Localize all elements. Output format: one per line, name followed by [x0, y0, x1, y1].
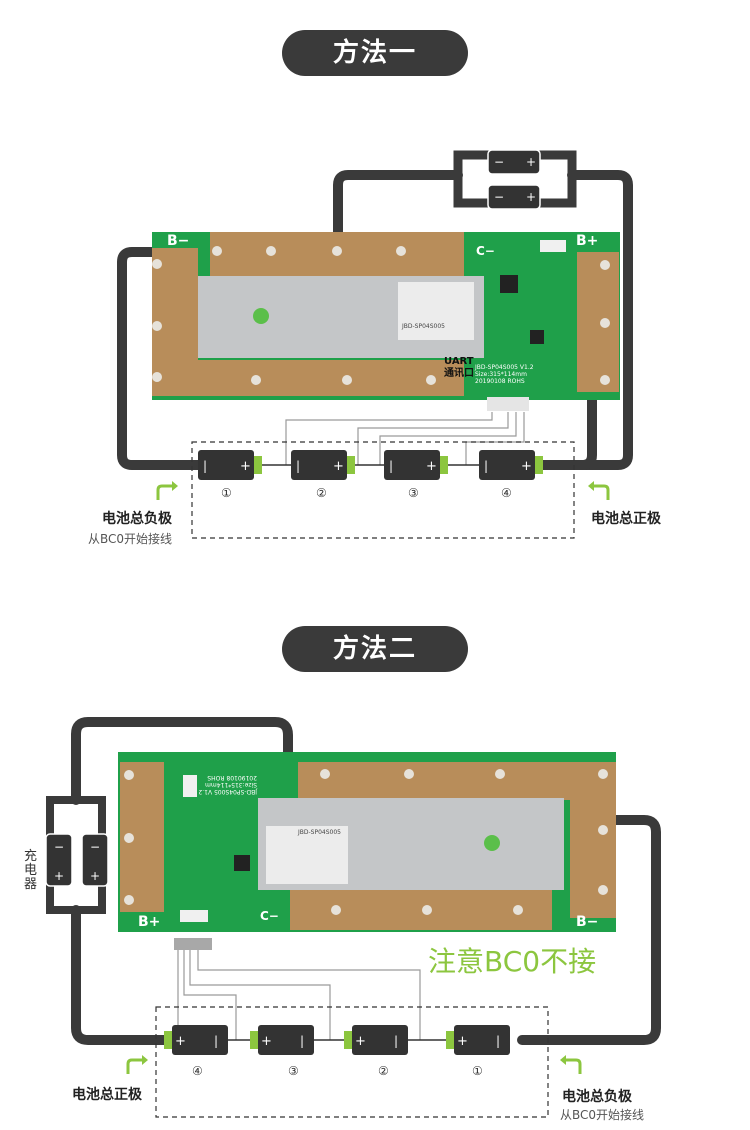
m1-silk-size: Size:315*114mm	[475, 371, 527, 378]
m1-b-plus: B+	[576, 233, 598, 249]
method2-title: 方法二	[282, 626, 468, 672]
m2-neg-label: 电池总负极	[562, 1089, 632, 1105]
svg-text:+: +	[426, 459, 437, 474]
svg-text:+: +	[457, 1034, 468, 1049]
m1-num-3: ③	[408, 486, 419, 500]
svg-text:+: +	[90, 869, 100, 883]
m1-battery-box	[191, 441, 575, 539]
m2-num-4: ④	[192, 1064, 203, 1078]
m2-neg-sub: 从BC0开始接线	[560, 1108, 645, 1122]
svg-text:|: |	[389, 459, 393, 473]
svg-text:+: +	[521, 459, 532, 474]
svg-text:+: +	[54, 869, 64, 883]
m2-charger-label: 充电器	[24, 849, 38, 892]
svg-text:−: −	[54, 840, 64, 854]
m1-silk-date: 20190108 ROHS	[475, 378, 525, 385]
m2-b-plus: B+	[138, 914, 160, 930]
svg-text:|: |	[203, 459, 207, 473]
m2-charger: − + − +	[45, 796, 109, 914]
m2-note: 注意BC0不接	[428, 945, 597, 978]
m1-cell-2: | +	[291, 450, 355, 480]
m2-cell-2: + |	[344, 1025, 408, 1055]
svg-text:−: −	[494, 190, 504, 204]
m1-num-1: ①	[221, 486, 232, 500]
m1-uart-port: 通讯口	[444, 366, 474, 379]
m1-b-minus: B−	[167, 233, 189, 249]
m2-cell-1: + |	[446, 1025, 510, 1055]
m2-pos-arrow	[126, 1058, 144, 1074]
svg-text:+: +	[526, 155, 536, 169]
m2-balance-connector	[174, 938, 212, 950]
m2-silk-date: 20190108 ROHS	[207, 774, 257, 781]
m2-battery-box	[155, 1006, 549, 1118]
m2-num-3: ③	[288, 1064, 299, 1078]
svg-text:+: +	[261, 1034, 272, 1049]
m2-pos-label: 电池总正极	[72, 1087, 142, 1103]
svg-text:|: |	[214, 1034, 218, 1048]
svg-text:|: |	[496, 1034, 500, 1048]
m2-silk-model: JBD-SP04S005 V1.2	[198, 788, 258, 795]
m1-neg-label: 电池总负极	[102, 511, 172, 527]
method1-title: 方法一	[282, 30, 468, 76]
svg-text:−: −	[90, 840, 100, 854]
svg-text:|: |	[296, 459, 300, 473]
m2-num-2: ②	[378, 1064, 389, 1078]
m2-cell-3: + |	[250, 1025, 314, 1055]
m1-board	[152, 232, 620, 411]
m2-cell-4: + |	[164, 1025, 228, 1055]
m1-neg-arrow	[156, 484, 174, 500]
m2-board	[118, 752, 616, 932]
m2-cables	[71, 717, 661, 1045]
m1-silk-model: JBD-SP04S005 V1.2	[474, 364, 534, 371]
svg-text:−: −	[494, 155, 504, 169]
m2-num-1: ①	[472, 1064, 483, 1078]
m1-num-4: ④	[501, 486, 512, 500]
m1-cables	[117, 170, 633, 470]
m1-cell-1: | +	[198, 450, 262, 480]
m1-cell-4: | +	[479, 450, 543, 480]
m1-sticker-text: JBD-SP04S005	[401, 323, 445, 330]
m1-pos-label: 电池总正极	[591, 511, 661, 527]
m1-pos-arrow	[592, 484, 610, 500]
m1-neg-sub: 从BC0开始接线	[88, 532, 173, 546]
m2-c-minus: C−	[260, 909, 279, 923]
m1-cell-3: | +	[384, 450, 448, 480]
svg-text:|: |	[484, 459, 488, 473]
svg-text:+: +	[175, 1034, 186, 1049]
m2-silk-size: Size:315*114mm	[205, 781, 257, 788]
m2-b-minus: B−	[576, 914, 598, 930]
svg-text:+: +	[355, 1034, 366, 1049]
m1-num-2: ②	[316, 486, 327, 500]
svg-text:|: |	[394, 1034, 398, 1048]
m2-sticker-text: JBD-SP04S005	[297, 829, 341, 836]
svg-text:+: +	[240, 459, 251, 474]
m1-uart-label: UART	[444, 356, 474, 367]
m2-neg-arrow	[564, 1058, 582, 1074]
m1-c-minus: C−	[476, 244, 495, 258]
svg-text:|: |	[300, 1034, 304, 1048]
svg-text:+: +	[333, 459, 344, 474]
svg-text:+: +	[526, 190, 536, 204]
m1-charger: − + − +	[453, 149, 577, 210]
